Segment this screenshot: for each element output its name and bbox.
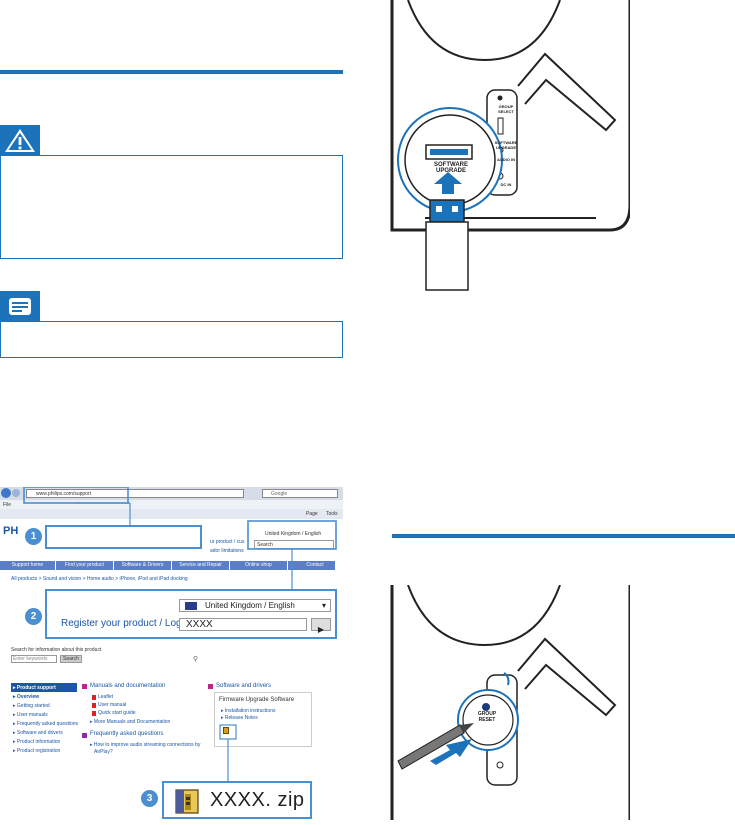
leaflet-link[interactable]: Leaflet bbox=[98, 694, 114, 700]
installation-link[interactable]: ▸ Installation instructions bbox=[221, 708, 276, 714]
software-icon bbox=[208, 684, 213, 689]
keywords-input[interactable]: Enter keywords bbox=[11, 655, 57, 663]
region-text[interactable]: United Kingdom / English bbox=[265, 531, 322, 537]
model-input-text: XXXX bbox=[186, 619, 213, 630]
note-icon bbox=[9, 298, 31, 315]
loupe-icon: ⚲ bbox=[193, 656, 199, 663]
callout-2-box: United Kingdom / English ▾ Register your… bbox=[45, 589, 337, 639]
partial-link-1[interactable]: ur product / cus bbox=[210, 539, 245, 545]
quick-start-link[interactable]: Quick start guide bbox=[98, 710, 136, 716]
warning-block bbox=[0, 125, 343, 259]
keywords-search-button[interactable]: Search bbox=[60, 655, 82, 663]
user-manual-link[interactable]: User manual bbox=[98, 702, 127, 708]
keywords-placeholder: Enter keywords bbox=[13, 656, 48, 662]
nav-software-drivers[interactable]: Software & Drivers bbox=[114, 561, 172, 570]
note-tab bbox=[0, 291, 40, 321]
go-button-label: ▶ bbox=[317, 625, 325, 634]
register-login-text[interactable]: Register your product / Log in bbox=[61, 618, 193, 629]
pdf-icon bbox=[92, 711, 96, 716]
callout-number-3: 3 bbox=[141, 790, 158, 807]
section-rule-right bbox=[392, 534, 735, 538]
pdf-icon bbox=[92, 703, 96, 708]
search-info-label: Search for information about this produc… bbox=[11, 647, 102, 653]
label-group-reset-1: GROUP bbox=[477, 711, 497, 717]
address-bar[interactable]: www.philips.com/support bbox=[26, 489, 244, 498]
command-bar: Page Tools bbox=[0, 509, 343, 519]
warning-icon bbox=[5, 129, 35, 152]
back-button[interactable] bbox=[1, 488, 11, 498]
uk-flag-icon bbox=[185, 602, 197, 610]
philips-logo: PH bbox=[3, 525, 19, 537]
address-text: www.philips.com/support bbox=[36, 491, 92, 497]
usb-upgrade-illustration bbox=[390, 0, 630, 291]
nav-service-repair[interactable]: Service and Repair bbox=[172, 561, 230, 570]
menu-file[interactable]: File bbox=[3, 502, 12, 508]
breadcrumb: All products > Sound and vision > Home a… bbox=[11, 576, 188, 582]
warning-box bbox=[0, 155, 343, 259]
sidebar-item-overview[interactable]: ▸ Overview bbox=[13, 694, 40, 700]
firmware-title: Firmware Upgrade Software bbox=[219, 697, 295, 703]
zip-file-small-icon[interactable] bbox=[223, 727, 229, 734]
search-engine-text: Google bbox=[271, 491, 288, 497]
tools-menu[interactable]: Tools bbox=[326, 511, 338, 517]
page-menu[interactable]: Page bbox=[306, 511, 318, 517]
callout-connectors bbox=[23, 487, 337, 787]
firmware-panel: Firmware Upgrade Software ▸ Installation… bbox=[214, 692, 312, 747]
sidebar-header: ▸ Product support bbox=[11, 683, 77, 692]
pdf-icon bbox=[92, 695, 96, 700]
more-manuals-link[interactable]: ▸ More Manuals and Documentation bbox=[90, 719, 171, 725]
nav-find-product[interactable]: Find your product bbox=[56, 561, 114, 570]
go-button[interactable]: ▶ bbox=[311, 618, 331, 634]
nav-support-home[interactable]: Support home bbox=[0, 561, 56, 570]
faq-item[interactable]: ▸ How to improve audio streaming connect… bbox=[90, 742, 201, 748]
sidebar-item-getting-started[interactable]: ▸ Getting started bbox=[13, 703, 50, 709]
label-software-zoom-1: SOFTWARE bbox=[434, 162, 468, 168]
forward-button[interactable] bbox=[12, 489, 20, 497]
release-notes-link[interactable]: ▸ Release Notes bbox=[221, 715, 258, 721]
faq-item-cont[interactable]: AirPlay? bbox=[94, 749, 113, 755]
dropdown-arrow-icon: ▾ bbox=[322, 601, 327, 610]
callout-number-2: 2 bbox=[25, 608, 42, 625]
warning-tab bbox=[0, 125, 40, 155]
callout-number-1: 1 bbox=[25, 528, 42, 545]
note-block bbox=[0, 291, 343, 358]
note-box bbox=[0, 321, 343, 358]
zip-file-name: XXXX. zip bbox=[210, 789, 305, 811]
label-group-reset-2: RESET bbox=[478, 717, 496, 723]
sidebar-item-user-manuals[interactable]: ▸ User manuals bbox=[13, 712, 48, 718]
sidebar-item-product-info[interactable]: ▸ Product information bbox=[13, 739, 61, 745]
search-engine-box[interactable]: Google bbox=[262, 489, 338, 498]
label-software-zoom-2: UPGRADE bbox=[435, 168, 466, 174]
manuals-icon bbox=[82, 684, 87, 689]
label-audio-in: AUDIO IN bbox=[497, 157, 515, 162]
faq-title: Frequently asked questions bbox=[90, 731, 164, 737]
sidebar-item-software[interactable]: ▸ Software and drivers bbox=[13, 730, 63, 736]
label-group-select: GROUP SELECT bbox=[498, 104, 514, 114]
window-edge bbox=[335, 521, 343, 760]
section-rule-left bbox=[0, 70, 343, 74]
sidebar-item-registration[interactable]: ▸ Product registration bbox=[13, 748, 61, 754]
nav-online-shop[interactable]: Online shop bbox=[230, 561, 288, 570]
model-input[interactable]: XXXX bbox=[179, 618, 307, 631]
menu-bar: File bbox=[0, 500, 343, 509]
sidebar-item-faq[interactable]: ▸ Frequently asked questions bbox=[13, 721, 79, 727]
keywords-search-label: Search bbox=[63, 656, 79, 662]
region-selector-text: United Kingdom / English bbox=[205, 601, 295, 610]
sidebar-header-label: ▸ Product support bbox=[13, 685, 56, 691]
callout-1-box bbox=[45, 525, 202, 549]
label-software-upgrade-small: SOFTWARE UPGRADE bbox=[494, 140, 518, 150]
address-toolbar: www.philips.com/support Google bbox=[0, 487, 343, 500]
region-selector[interactable]: United Kingdom / English ▾ bbox=[179, 599, 331, 612]
callout-3-box: XXXX. zip bbox=[162, 781, 312, 819]
zip-file-icon[interactable] bbox=[174, 788, 200, 815]
label-dc-in: DC IN bbox=[500, 182, 512, 187]
group-reset-illustration bbox=[390, 585, 630, 820]
faq-icon bbox=[82, 733, 87, 738]
partial-link-2[interactable]: ador limitations bbox=[210, 548, 244, 554]
manuals-title: Manuals and documentation bbox=[90, 683, 166, 689]
software-title: Software and drivers bbox=[216, 683, 272, 689]
site-search-text: Search bbox=[257, 542, 273, 548]
